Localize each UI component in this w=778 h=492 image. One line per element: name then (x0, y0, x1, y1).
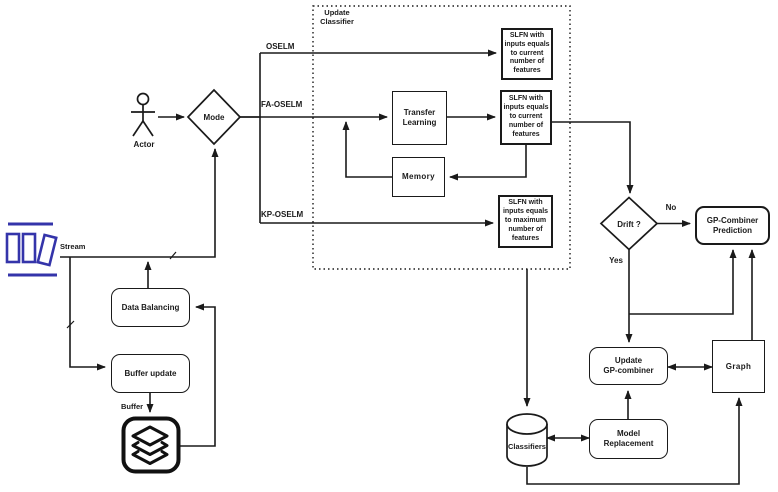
edge-slfn-to-drift (552, 121, 634, 194)
branch-label-kp-oselm: KP-OSELM (261, 210, 304, 219)
node-memory: Memory (392, 157, 445, 197)
mode-label: Mode (203, 112, 225, 122)
branch-label-fa-oselm: FA-OSELM (261, 100, 303, 109)
buffer-stack-icon (121, 416, 181, 474)
node-model-replacement: Model Replacement (589, 419, 668, 459)
node-graph: Graph (712, 340, 765, 393)
node-update-gp-combiner: Update GP-combiner (589, 347, 668, 385)
edge-memory-feedback (342, 121, 392, 178)
edge-buffer-to-balancing (180, 303, 216, 447)
tick-mark-stream-line (169, 251, 177, 260)
edge-classifiers-to-graph (526, 397, 743, 485)
drift-label: Drift ? (617, 219, 641, 229)
drift-diamond (599, 196, 659, 251)
actor-label: Actor (133, 140, 155, 149)
node-slfn-maximum: SLFN with inputs equals to maximum numbe… (498, 195, 553, 248)
classifiers-cylinder (506, 413, 548, 467)
branch-label-oselm: OSELM (266, 42, 295, 51)
edge-stream-to-mode (60, 148, 219, 258)
update-classifier-label: Update Classifier (320, 8, 354, 26)
mode-diamond (186, 88, 242, 146)
stream-label: Stream (60, 242, 86, 251)
tick-mark-left-line (66, 320, 75, 329)
answer-yes-label: Yes (609, 256, 623, 265)
classifiers-label: Classifiers (508, 441, 546, 451)
node-data-balancing: Data Balancing (111, 288, 190, 327)
node-buffer-update: Buffer update (111, 354, 190, 393)
edge-yes-to-prediction (629, 249, 737, 315)
update-classifier-dashed-box (312, 5, 571, 270)
node-slfn-current-oselm: SLFN with inputs equals to current numbe… (501, 28, 553, 80)
edge-stream-to-bufferupdate (69, 257, 106, 371)
node-gp-combiner-prediction: GP-Combiner Prediction (695, 206, 770, 245)
actor-icon (131, 92, 155, 137)
node-transfer-learning: Transfer Learning (392, 91, 447, 145)
buffer-label: Buffer (120, 402, 144, 411)
node-slfn-current-fa: SLFN with inputs equals to current numbe… (500, 90, 552, 145)
answer-no-label: No (665, 203, 677, 212)
edge-slfn-to-memory (449, 145, 527, 181)
stream-icon (5, 222, 58, 277)
connectors (60, 49, 756, 485)
